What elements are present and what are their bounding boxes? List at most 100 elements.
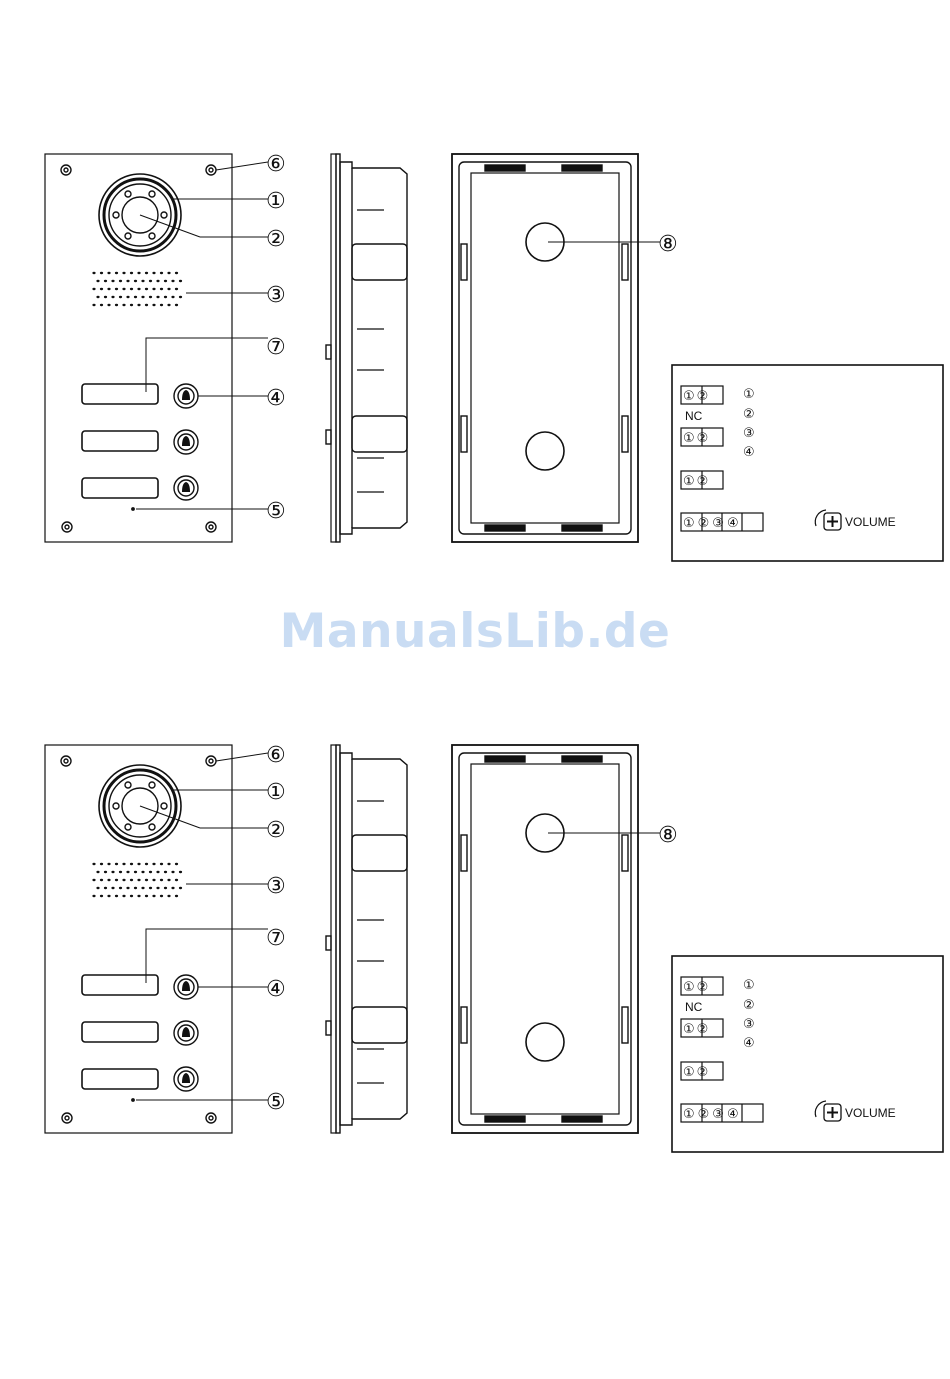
- legend-item-2: ②: [743, 407, 755, 422]
- grille-dot: [122, 288, 125, 290]
- grille-dot: [126, 871, 129, 873]
- grille-dot: [149, 280, 152, 282]
- grille-dot: [115, 304, 118, 306]
- legend-item-1: ①: [743, 978, 755, 993]
- grille-dot: [175, 272, 178, 274]
- grille-dot: [167, 304, 170, 306]
- grille-dot: [137, 863, 140, 865]
- nc-label: NC: [685, 1000, 703, 1014]
- grille-dot: [137, 272, 140, 274]
- grille-dot: [156, 280, 159, 282]
- grille-dot: [160, 863, 163, 865]
- figure-bottom: ⑥ ① ② ③ ⑦ ④ ⑤ ⑧ ①② NC ①② ①② ①②③④ ① ② ③ ④…: [0, 731, 950, 1151]
- callout-8: ⑧: [658, 823, 678, 848]
- grille-dot: [130, 863, 133, 865]
- grille-dot: [160, 879, 163, 881]
- callout-4: ④: [266, 386, 286, 411]
- back-box: [452, 154, 638, 542]
- back-box: [452, 745, 638, 1133]
- grille-dot: [145, 288, 148, 290]
- side-profile: [326, 154, 407, 542]
- grille-dot: [134, 887, 137, 889]
- grille-dot: [104, 296, 107, 298]
- legend-item-4: ④: [743, 1036, 755, 1051]
- grille-dot: [179, 871, 182, 873]
- name-plate: [82, 975, 158, 995]
- grille-dot: [115, 288, 118, 290]
- grille-dot: [160, 304, 163, 306]
- legend-item-1: ①: [743, 387, 755, 402]
- grille-dot: [179, 296, 182, 298]
- nc-label: NC: [685, 409, 703, 423]
- grille-dot: [160, 288, 163, 290]
- grille-dot: [107, 304, 110, 306]
- screw-icon: [61, 756, 216, 1123]
- grille-dot: [107, 895, 110, 897]
- grille-dot: [126, 887, 129, 889]
- grille-dot: [164, 296, 167, 298]
- volume-icon: [815, 510, 841, 530]
- grille-dot: [175, 879, 178, 881]
- grille-dot: [126, 296, 129, 298]
- callout-8: ⑧: [658, 232, 678, 257]
- diagram-bottom: ⑥ ① ② ③ ⑦ ④ ⑤ ⑧ ①② NC ①② ①② ①②③④ ① ② ③ ④…: [0, 731, 950, 1151]
- grille-dot: [92, 272, 95, 274]
- grille-dot: [149, 296, 152, 298]
- grille-dot: [92, 895, 95, 897]
- grille-dot: [134, 871, 137, 873]
- grille-dot: [175, 895, 178, 897]
- grille-dot: [152, 863, 155, 865]
- legend-item-4: ④: [743, 445, 755, 460]
- grille-dot: [141, 871, 144, 873]
- grille-dot: [119, 871, 122, 873]
- grille-dot: [122, 863, 125, 865]
- legend-item-2: ②: [743, 998, 755, 1013]
- grille-dot: [107, 863, 110, 865]
- callout-3: ③: [266, 874, 286, 899]
- grille-dot: [164, 871, 167, 873]
- grille-dot: [100, 879, 103, 881]
- grille-dot: [156, 296, 159, 298]
- grille-dot: [96, 871, 99, 873]
- grille-dot: [145, 304, 148, 306]
- legend-item-3: ③: [743, 1017, 755, 1032]
- bell-button-icon: [174, 975, 198, 1091]
- grille-dot: [122, 304, 125, 306]
- side-profile: [326, 745, 407, 1133]
- grille-dot: [152, 895, 155, 897]
- grille-dot: [107, 879, 110, 881]
- grille-dot: [115, 272, 118, 274]
- grille-dot: [100, 895, 103, 897]
- grille-dot: [92, 304, 95, 306]
- grille-dot: [171, 296, 174, 298]
- legend-item-3: ③: [743, 426, 755, 441]
- name-plate: [82, 478, 158, 498]
- grille-dot: [119, 887, 122, 889]
- grille-dot: [137, 879, 140, 881]
- grille-dot: [134, 296, 137, 298]
- grille-dot: [100, 863, 103, 865]
- grille-dot: [160, 272, 163, 274]
- grille-dot: [152, 304, 155, 306]
- grille-dot: [141, 296, 144, 298]
- grille-dot: [149, 871, 152, 873]
- grille-dot: [100, 288, 103, 290]
- grille-dot: [104, 871, 107, 873]
- grille-dot: [156, 887, 159, 889]
- speaker-grille-icon: [92, 863, 182, 897]
- volume-label: VOLUME: [845, 1106, 896, 1120]
- name-plate: [82, 431, 158, 451]
- callout-5: ⑤: [266, 1090, 286, 1115]
- grille-dot: [111, 887, 114, 889]
- grille-dot: [134, 280, 137, 282]
- grille-dot: [152, 288, 155, 290]
- grille-dot: [137, 304, 140, 306]
- cable-entry-hole: [526, 432, 564, 470]
- grille-dot: [145, 879, 148, 881]
- grille-dot: [130, 288, 133, 290]
- callout-6: ⑥: [266, 743, 286, 768]
- grille-dot: [119, 296, 122, 298]
- grille-dot: [126, 280, 129, 282]
- watermark: ManualsLib.de: [0, 604, 950, 659]
- grille-dot: [100, 272, 103, 274]
